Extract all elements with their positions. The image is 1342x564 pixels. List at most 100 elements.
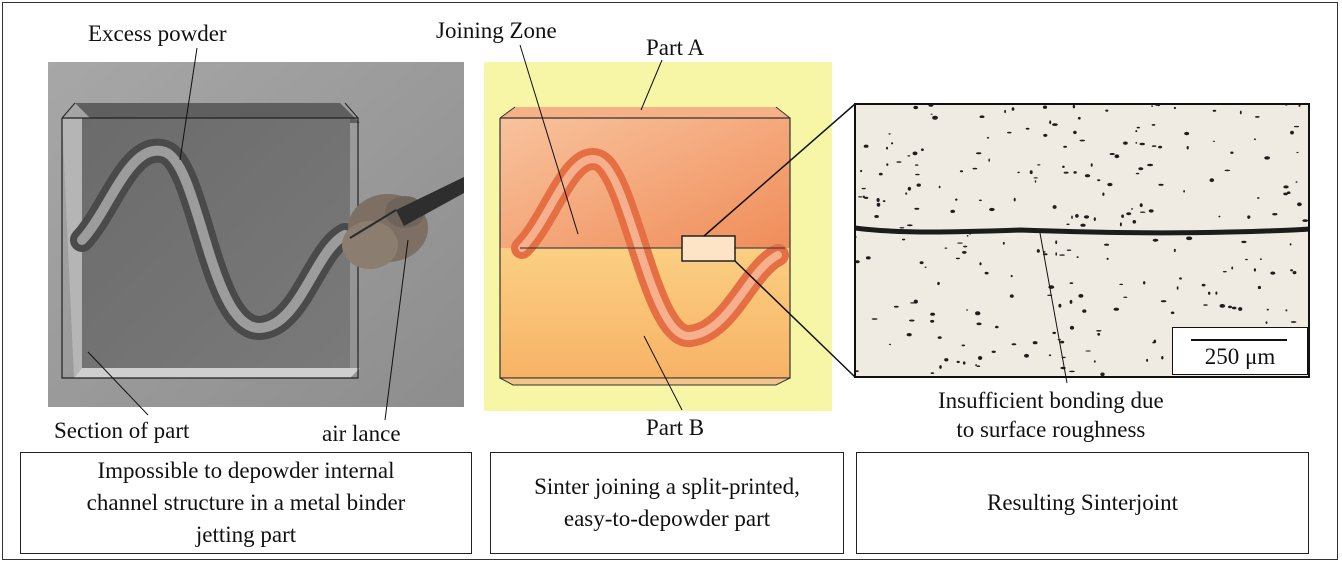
pore [864, 196, 869, 199]
pore [893, 305, 899, 308]
pore [1148, 209, 1154, 213]
pore [1060, 340, 1065, 344]
pore [1066, 249, 1072, 251]
pore [966, 309, 969, 311]
scale-bar-box: 250 μm [1172, 327, 1308, 375]
pore [1052, 205, 1057, 209]
pore [976, 152, 982, 155]
pore [874, 215, 879, 218]
pore [963, 245, 968, 248]
pore [975, 311, 981, 316]
pore [1158, 145, 1163, 149]
pore [1259, 258, 1262, 261]
pore [930, 312, 936, 316]
pore [1183, 190, 1185, 193]
pore [1055, 252, 1057, 256]
pore [1080, 223, 1086, 227]
pore [1215, 291, 1218, 295]
pore [919, 261, 924, 265]
pore [1097, 332, 1101, 336]
pore [1100, 372, 1105, 377]
pore [889, 343, 891, 346]
pore [914, 207, 920, 210]
pore [972, 167, 978, 170]
pore [937, 281, 940, 286]
pore [944, 358, 949, 362]
pore [1203, 304, 1208, 306]
pore [991, 350, 996, 353]
pore [901, 238, 906, 241]
pore [1272, 213, 1278, 216]
pore [1222, 271, 1227, 273]
pore [1176, 286, 1179, 290]
pore [876, 202, 881, 207]
scale-bar-label: 250 μm [1204, 344, 1276, 369]
pore [1160, 300, 1167, 303]
pore [1029, 170, 1033, 175]
pore [1075, 214, 1079, 218]
pore [1257, 197, 1260, 199]
panel-1-render [48, 62, 464, 407]
pore [1147, 163, 1154, 167]
pore [1055, 240, 1058, 244]
pore [1106, 257, 1109, 260]
pore [930, 319, 935, 323]
pore [986, 136, 990, 139]
pore [1048, 354, 1052, 357]
pore [1228, 305, 1232, 309]
pore [962, 251, 967, 254]
pore [966, 235, 969, 237]
pore [906, 224, 913, 227]
label-section-of-part: Section of part [54, 418, 190, 443]
pore [995, 325, 999, 329]
pore [1058, 303, 1062, 308]
pore [1152, 238, 1159, 242]
pore [1066, 223, 1070, 226]
pore [886, 146, 888, 150]
pore [975, 364, 977, 367]
pore [1073, 130, 1077, 135]
pore [886, 163, 889, 166]
pore [878, 172, 883, 176]
pore [1290, 130, 1294, 135]
pore [1105, 109, 1109, 112]
pore [1146, 358, 1149, 362]
pore [977, 356, 983, 360]
pore [1302, 219, 1309, 223]
pore [1109, 153, 1115, 155]
pore [1255, 116, 1260, 118]
pore [1069, 370, 1075, 373]
pore [1283, 185, 1289, 189]
pore [924, 266, 927, 268]
pore [1184, 131, 1190, 136]
pore [1093, 217, 1096, 222]
pore [1084, 174, 1091, 178]
panel-2-render [484, 62, 832, 411]
pore [1139, 203, 1143, 208]
pore [1083, 215, 1090, 219]
pore [1036, 249, 1040, 253]
pore [907, 186, 912, 191]
label-part-a: Part A [646, 35, 705, 60]
pore [1121, 214, 1124, 218]
pore [1063, 145, 1067, 148]
pore [1033, 177, 1038, 179]
pore [896, 161, 902, 163]
pore [1265, 321, 1268, 324]
pore [1049, 120, 1052, 125]
pore [1224, 169, 1231, 172]
pore [1170, 311, 1175, 315]
pore [1062, 165, 1065, 168]
pore [1104, 243, 1110, 246]
pore [1093, 360, 1096, 363]
pore [1126, 212, 1132, 216]
pore [961, 344, 966, 347]
pore [988, 158, 990, 162]
pore [1017, 171, 1020, 174]
pore [939, 365, 942, 369]
pore [1152, 341, 1155, 344]
pore [1073, 171, 1077, 174]
label-insufficient-bonding: Insufficient bonding due to surface roug… [938, 388, 1164, 442]
pore [1179, 277, 1182, 280]
pore [905, 192, 908, 195]
